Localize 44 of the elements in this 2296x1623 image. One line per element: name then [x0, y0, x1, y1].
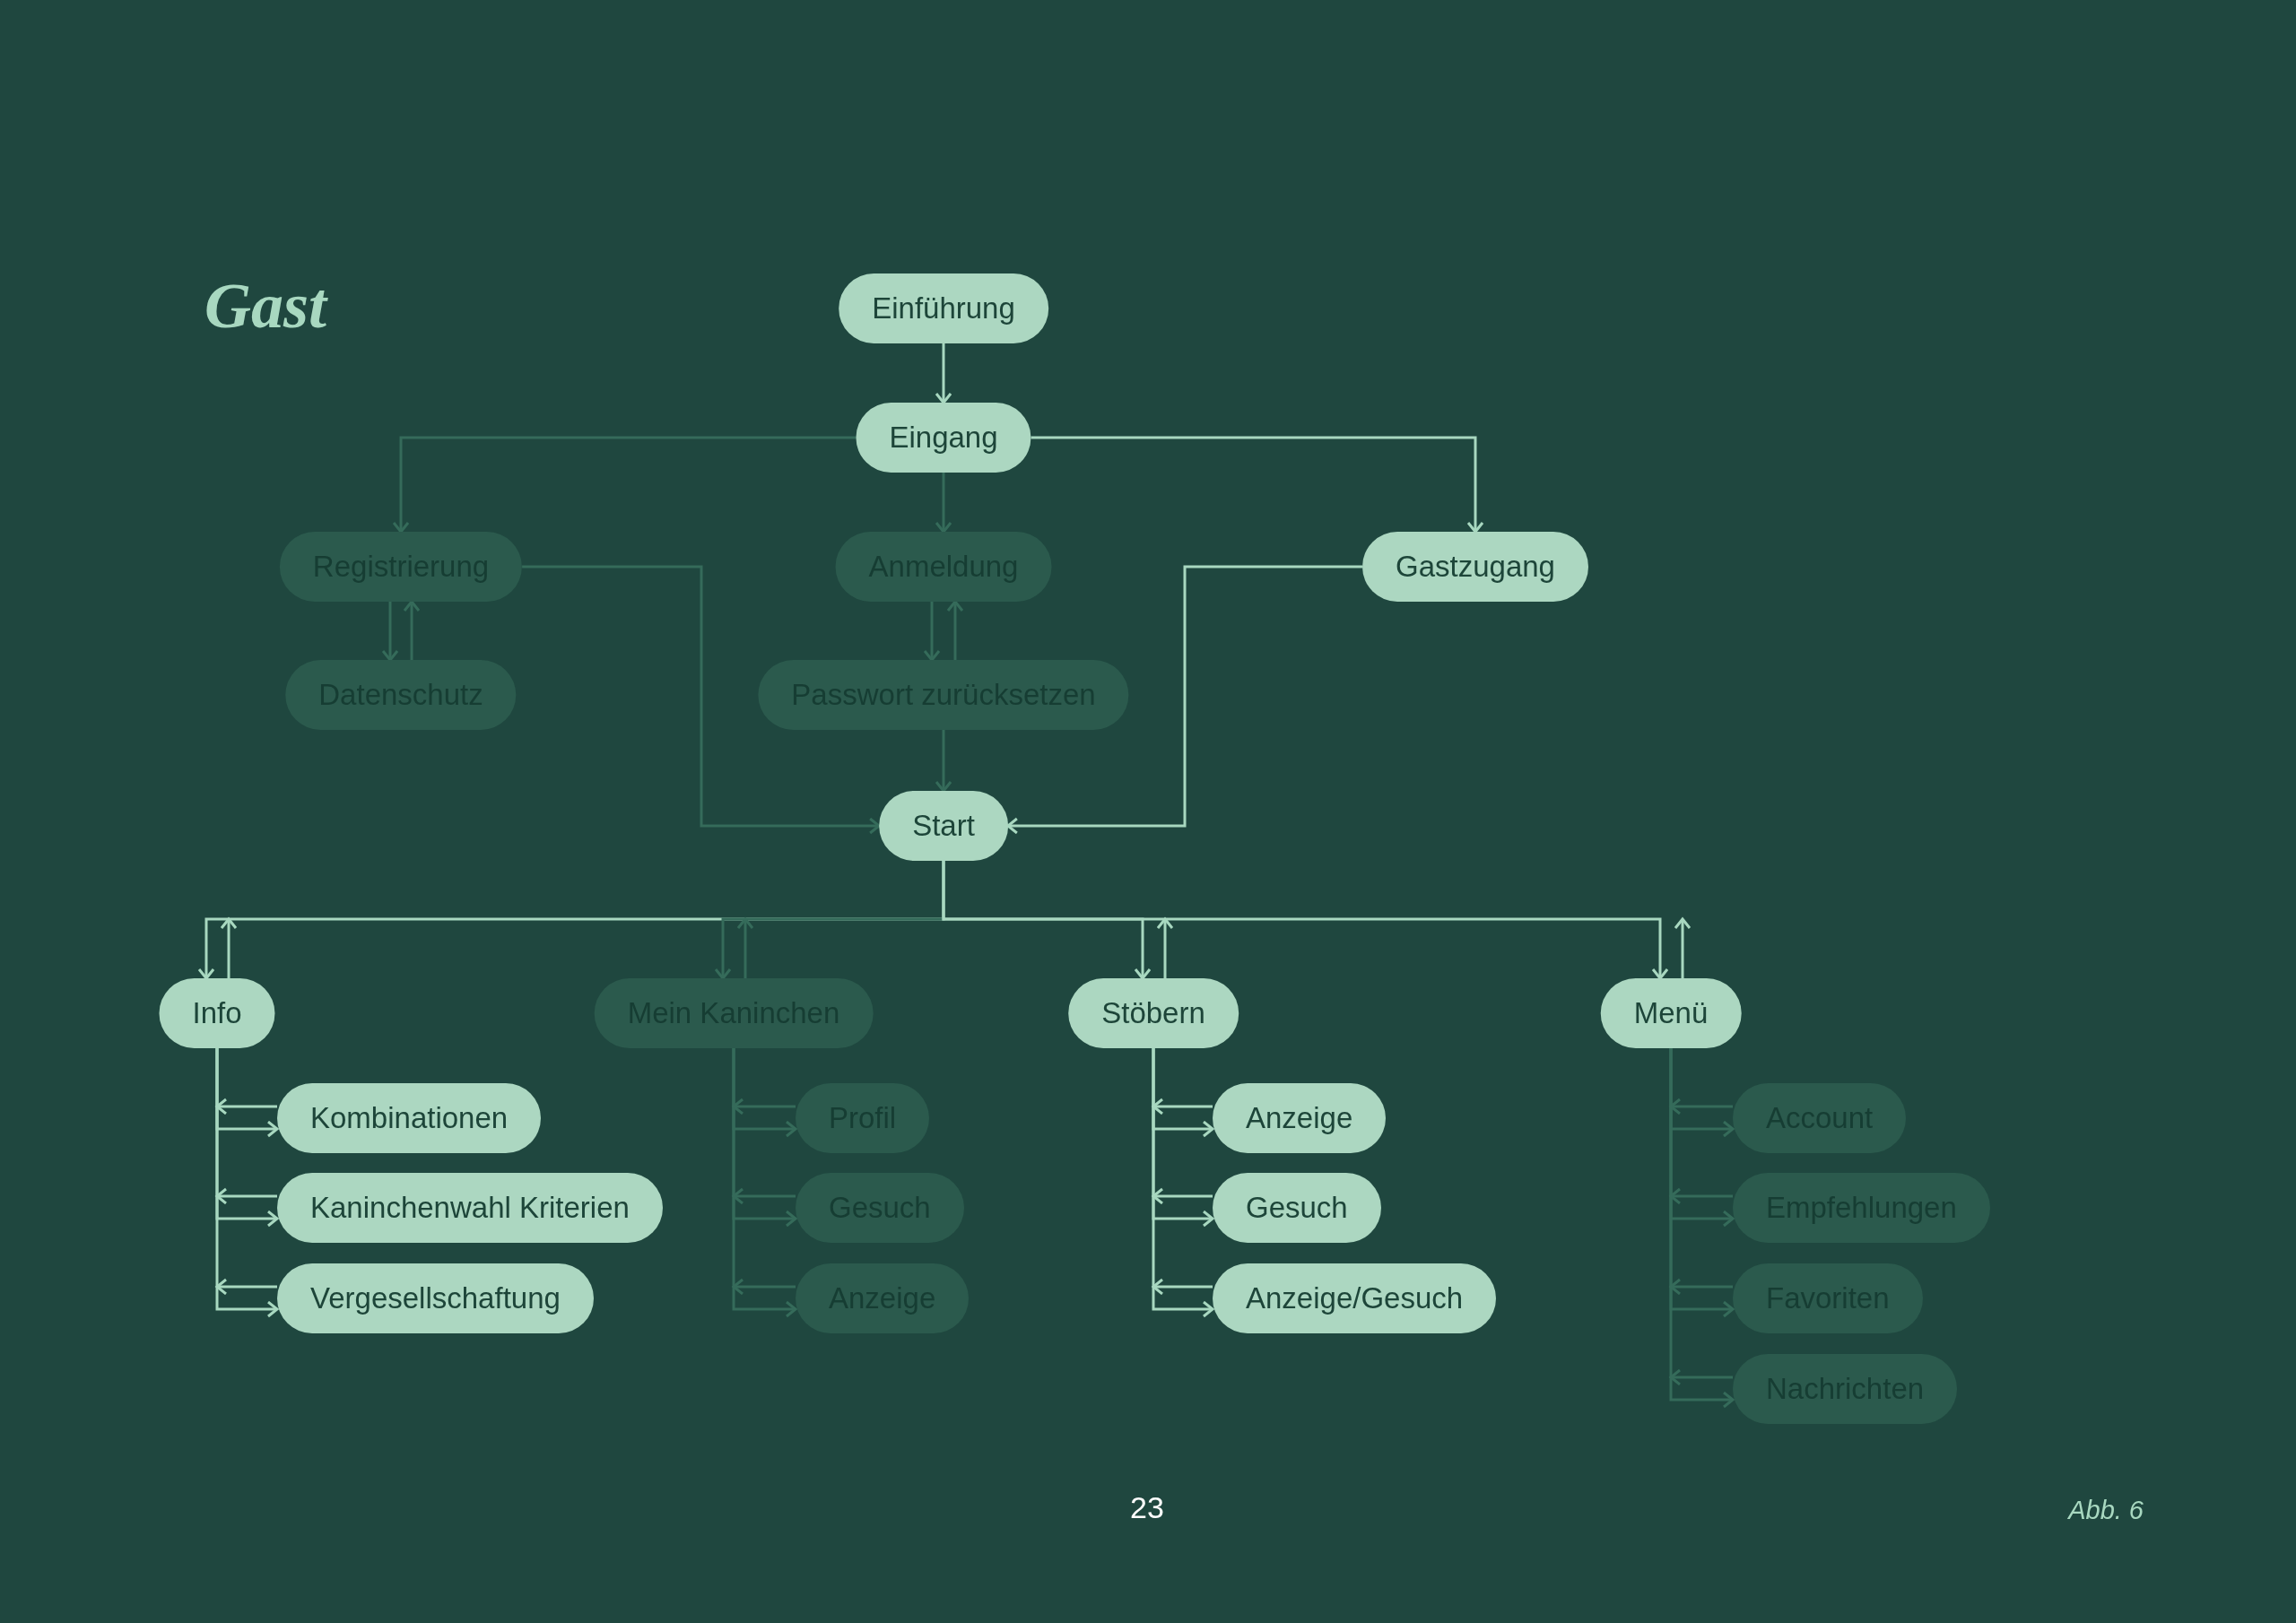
screen-pill: Info — [159, 978, 275, 1048]
figure-caption: Abb. 6 — [2068, 1496, 2144, 1525]
arrow — [403, 600, 421, 660]
arrow — [1674, 917, 1692, 978]
arrow — [392, 436, 857, 534]
arrow — [215, 1048, 279, 1318]
arrow — [736, 917, 754, 978]
page-heading: Gast — [204, 269, 327, 343]
arrow — [923, 602, 941, 662]
screen-pill: Kaninchenwahl Kriterien — [277, 1173, 663, 1243]
arrow — [1152, 1187, 1213, 1205]
screen-pill: Start — [879, 791, 1008, 861]
arrow — [1006, 565, 1362, 835]
screen-pill: Anzeige/Gesuch — [1213, 1263, 1497, 1333]
arrow — [1152, 1048, 1214, 1318]
arrow — [220, 917, 238, 978]
arrow — [942, 861, 1669, 980]
arrow — [1156, 917, 1174, 978]
arrow — [935, 343, 952, 404]
arrow — [732, 1187, 796, 1205]
screen-pill: Eingang — [856, 403, 1031, 473]
screen-pill: Vergesellschaftung — [277, 1263, 594, 1333]
arrow — [215, 1278, 277, 1296]
screen-pill: Gesuch — [1213, 1173, 1381, 1243]
arrow — [1669, 1368, 1733, 1386]
arrow — [946, 600, 964, 660]
screen-pill: Stöbern — [1068, 978, 1239, 1048]
arrow — [1669, 1278, 1733, 1296]
screen-pill: Einführung — [839, 273, 1048, 343]
arrow — [215, 1098, 277, 1115]
arrow — [1031, 436, 1484, 534]
screen-pill: Gastzugang — [1362, 532, 1588, 602]
arrow — [522, 565, 881, 835]
arrow — [1152, 1278, 1213, 1296]
screen-pill: Anzeige — [1213, 1083, 1387, 1153]
arrow — [732, 1278, 796, 1296]
arrow — [935, 473, 952, 534]
screen-pill: Menü — [1600, 978, 1742, 1048]
arrow — [381, 602, 399, 662]
page-number: 23 — [1130, 1490, 1164, 1525]
screen-pill: Kombinationen — [277, 1083, 542, 1153]
arrow — [935, 730, 952, 793]
arrow — [215, 1187, 277, 1205]
arrow — [1152, 1098, 1213, 1115]
